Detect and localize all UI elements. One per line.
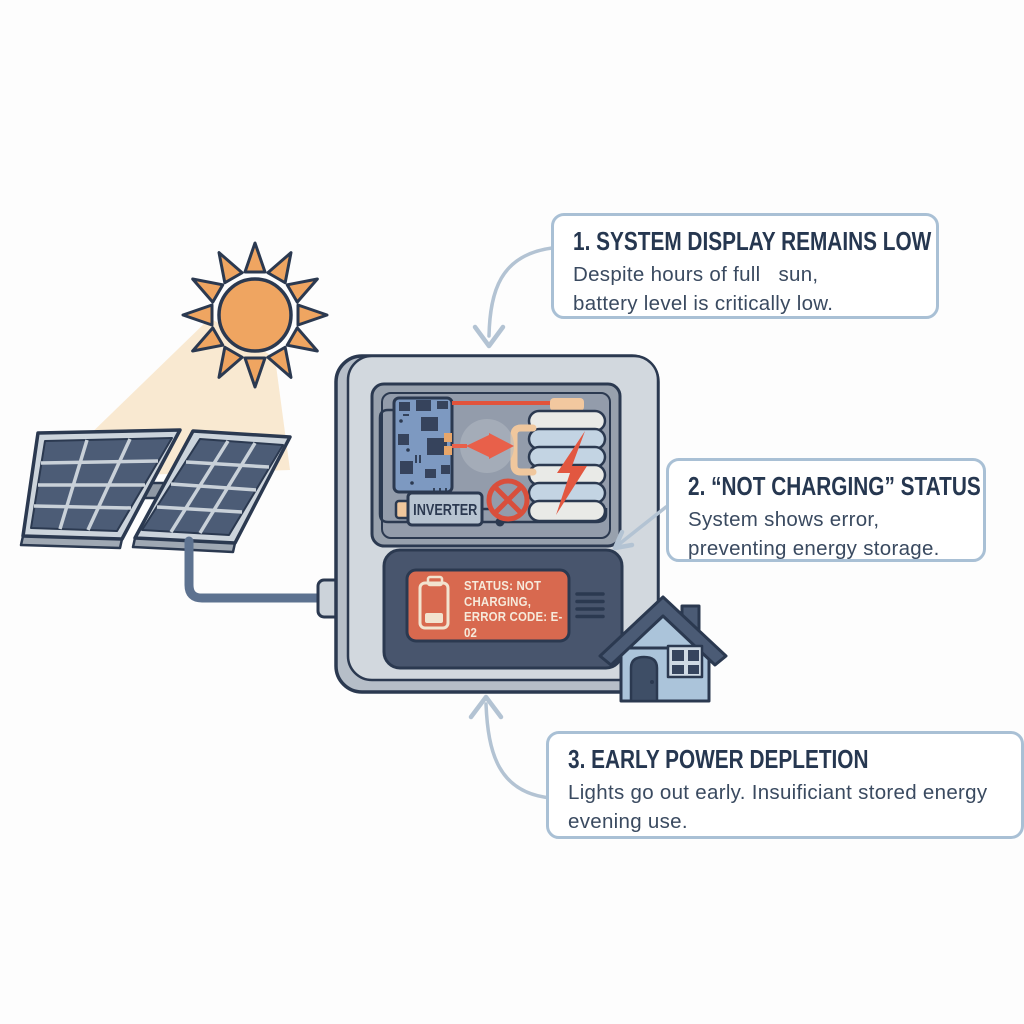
callout-1-body: Despite hours of full sun, battery level… [573, 262, 834, 315]
screen-status-text: STATUS: NOT CHARGING, ERROR CODE: E-02 [464, 578, 563, 640]
callout-1-title: 1. SYSTEM DISPLAY REMAINS LOW [573, 226, 932, 256]
display-panel [382, 548, 624, 670]
callout-3-body: Lights go out early. Insuificiant stored… [568, 780, 988, 833]
battery-stack-icon [527, 409, 607, 523]
diverging-arrows-icon [452, 419, 514, 473]
house-icon [598, 595, 728, 703]
callout-3-title: 3. EARLY POWER DEPLETION [568, 744, 869, 774]
callout-3-power-depletion: 3. EARLY POWER DEPLETION Lights go out e… [546, 731, 1024, 839]
callout-1-system-display: 1. SYSTEM DISPLAY REMAINS LOW Despite ho… [551, 213, 939, 319]
circuit-board-icon [392, 396, 454, 494]
speaker-grille [575, 592, 605, 619]
callout-2-not-charging: 2. “NOT CHARGING” STATUS System shows er… [666, 458, 986, 562]
inverter-box: INVERTER [394, 491, 484, 527]
callout-2-title: 2. “NOT CHARGING” STATUS [688, 471, 981, 501]
curved-arrow-1 [472, 246, 554, 349]
house-door [629, 655, 659, 703]
no-charge-crossed-circle-icon [486, 478, 530, 522]
solar-panel-left-icon [19, 428, 182, 550]
house-window [666, 644, 704, 679]
lightning-icon [556, 431, 587, 515]
panel-to-box-wire [184, 536, 328, 603]
sun-core [217, 277, 293, 353]
house-roof [598, 595, 728, 667]
sun-icon [181, 241, 329, 389]
screen-battery-icon [418, 575, 450, 630]
callout-2-body: System shows error, preventing energy st… [688, 507, 940, 560]
battery-top-cap [550, 398, 584, 411]
inverter-label: INVERTER [413, 502, 477, 519]
curved-arrow-3 [468, 694, 553, 800]
straight-arrow-2 [612, 505, 668, 551]
callout-pointer-arrows [468, 246, 668, 800]
solar-panel-right-icon [131, 429, 292, 554]
battery-bracket [510, 424, 537, 476]
control-unit: INVERTER [334, 354, 660, 694]
